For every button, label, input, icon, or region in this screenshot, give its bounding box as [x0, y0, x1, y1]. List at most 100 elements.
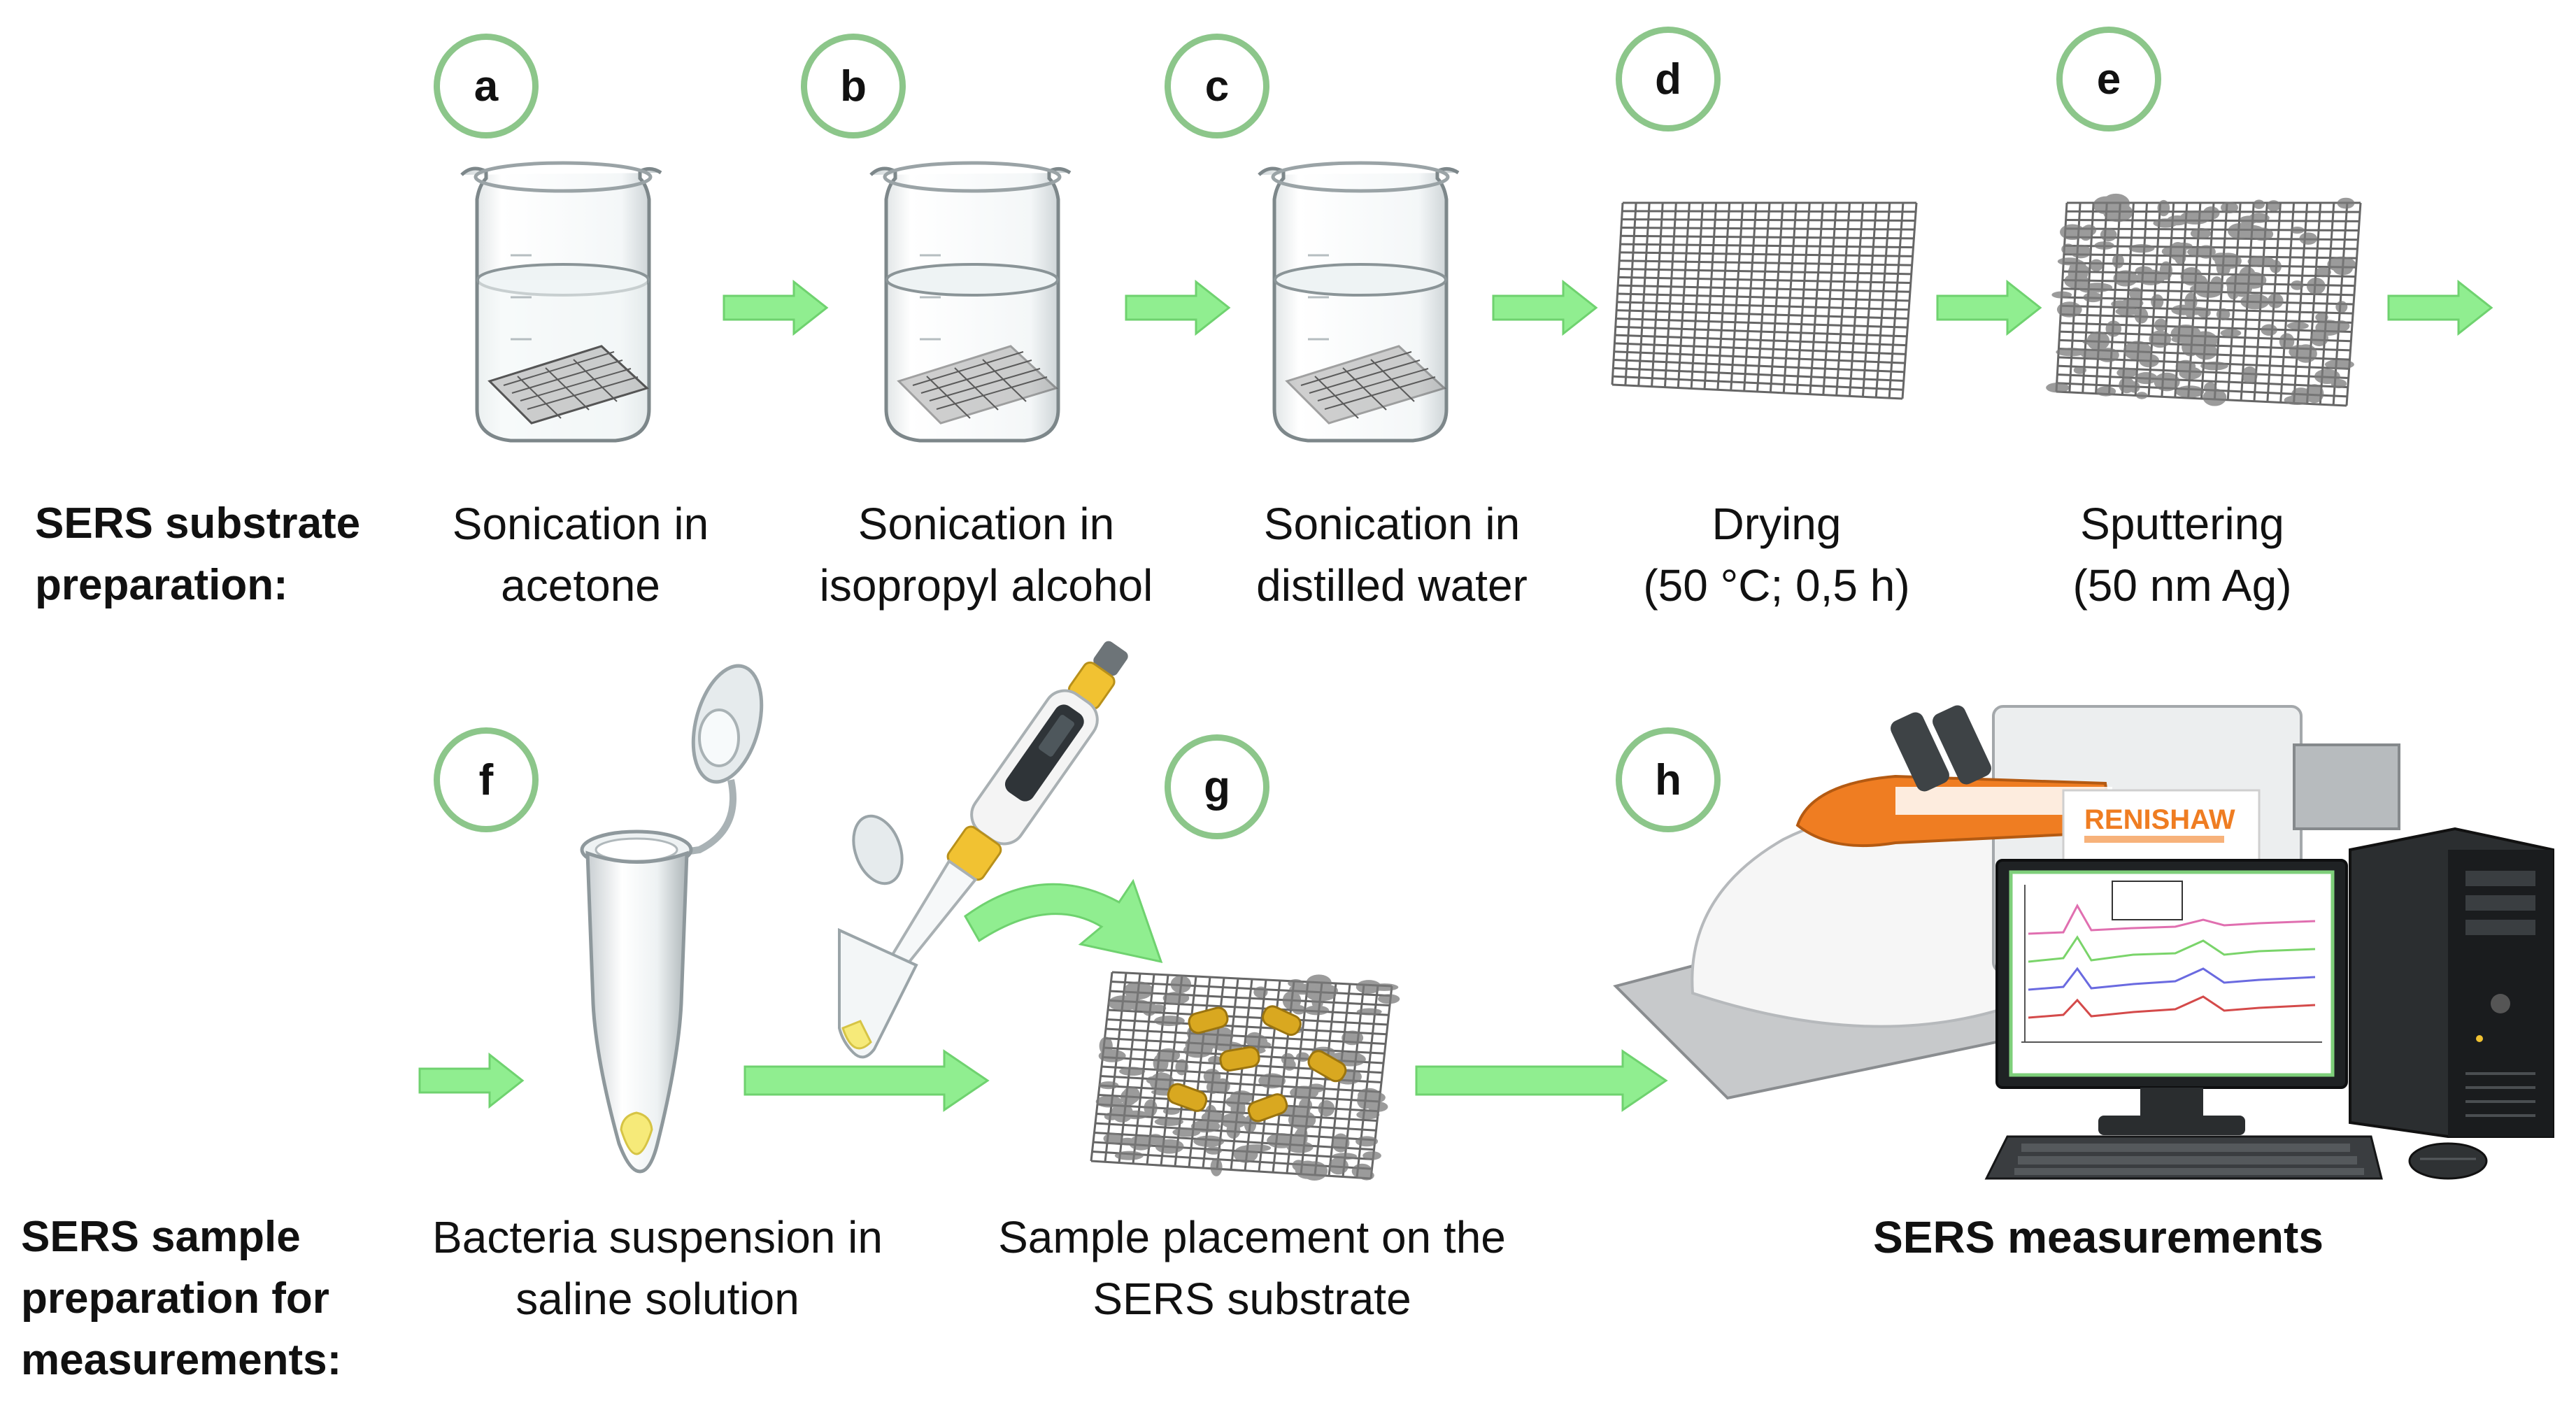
silver-particle: [2175, 385, 2205, 398]
silver-particle: [1170, 975, 1192, 993]
silver-particle: [1355, 1136, 1379, 1147]
mesh-wire: [1616, 317, 1908, 329]
mesh-wire: [2305, 202, 2322, 404]
silver-particle: [2180, 267, 2203, 286]
silver-particle: [1172, 1127, 1201, 1137]
silver-particle: [2310, 329, 2329, 347]
mesh-wire: [1874, 202, 1891, 398]
arrow-right-icon-g-h: [1415, 1049, 1668, 1112]
row1-label: SERS substrate preparation:: [35, 493, 360, 616]
silver-particle: [1154, 1117, 1183, 1127]
silver-particle: [1119, 1067, 1146, 1076]
silver-particle: [1358, 1088, 1381, 1104]
mesh-wire: [2057, 364, 2349, 379]
caption-a: Sonication in acetone: [392, 493, 769, 616]
row1-label-line1: SERS substrate: [35, 499, 361, 548]
keyboard-icon: [1984, 1135, 2383, 1180]
step-h-badge: h: [1616, 727, 1721, 832]
silver-particle: [1362, 1151, 1381, 1160]
silver-particle: [2216, 308, 2230, 320]
silver-particle: [1307, 1083, 1325, 1093]
silver-particle: [2290, 227, 2305, 234]
silver-particle: [2129, 287, 2143, 301]
caption-b: Sonication in isopropyl alcohol: [783, 493, 1189, 616]
silver-particle: [1155, 1139, 1184, 1154]
spectra-plot: [2028, 903, 2316, 1019]
caption-b-line1: Sonication in: [858, 499, 1115, 549]
silver-particle: [2113, 270, 2138, 287]
silver-particle: [2240, 294, 2270, 310]
silver-particle: [1154, 1016, 1185, 1027]
silver-particle: [2086, 331, 2110, 351]
silver-particle: [1367, 1102, 1388, 1112]
silver-particle: [1344, 1052, 1362, 1060]
silver-particle: [1193, 1032, 1216, 1053]
silver-particle: [2289, 345, 2315, 360]
silver-particle: [2154, 372, 2180, 392]
beaker-icon-a: [460, 161, 662, 443]
silver-particle: [2306, 277, 2326, 295]
silver-particle: [1306, 974, 1332, 992]
silver-particle: [1332, 1153, 1358, 1160]
silver-particle: [1123, 981, 1153, 1000]
silver-particle: [2139, 354, 2160, 368]
caption-a-line2: acetone: [501, 560, 660, 611]
caption-a-line1: Sonication in: [452, 499, 709, 549]
row1-label-line2: preparation:: [35, 561, 288, 609]
silver-particle: [1241, 1144, 1272, 1152]
caption-d-line1: Drying: [1712, 499, 1842, 549]
renishaw-logo: RENISHAW: [2084, 804, 2235, 835]
mesh-wire: [1616, 309, 1909, 320]
silver-particle: [2194, 343, 2217, 360]
silver-particle: [1292, 1004, 1306, 1015]
silver-particle: [2060, 224, 2085, 241]
beaker-icon-b: [869, 161, 1072, 443]
silver-particle: [2115, 307, 2139, 316]
silver-particle: [2190, 284, 2209, 294]
mesh-wire: [1369, 985, 1393, 1179]
silver-particle: [1355, 980, 1382, 994]
silver-particle: [1206, 1080, 1220, 1094]
sputtered-mesh-icon: [2046, 193, 2362, 407]
arrow-right-icon-ab: [723, 279, 829, 336]
silver-particle: [2236, 225, 2265, 239]
pipette-icon: [838, 641, 1128, 1059]
silver-particle: [1295, 1127, 1308, 1141]
microtube-icon: [580, 664, 764, 1174]
silver-particle: [2079, 226, 2093, 241]
caption-e-line2: (50 nm Ag): [2072, 560, 2292, 611]
silver-particle: [1203, 1069, 1221, 1084]
silver-particle: [2247, 255, 2275, 267]
silver-particle: [2299, 232, 2318, 245]
silver-particle: [1351, 1163, 1373, 1179]
silver-particle: [1162, 992, 1190, 1005]
silver-particle: [2136, 269, 2165, 285]
silver-particle: [1124, 1110, 1148, 1120]
computer-monitor-icon: [1995, 859, 2348, 1135]
silver-particle: [2266, 200, 2281, 212]
mesh-wire: [1611, 383, 1903, 400]
mesh-wire: [1782, 202, 1798, 393]
silver-particle: [2171, 335, 2198, 343]
silver-particle: [2151, 294, 2164, 309]
silver-particle: [2253, 199, 2265, 209]
silver-particle: [1342, 1030, 1364, 1046]
silver-particle: [2178, 367, 2199, 376]
silver-particle: [1302, 1164, 1317, 1176]
silver-particle: [2315, 313, 2328, 322]
sample-on-substrate-icon: [1090, 971, 1400, 1181]
silver-particle: [2116, 367, 2137, 378]
silver-particle: [1201, 1111, 1225, 1124]
silver-particle: [1193, 1135, 1225, 1148]
silver-particle: [2314, 266, 2331, 278]
mesh-wire: [1849, 202, 1865, 397]
mesh-wire: [1244, 979, 1267, 1171]
silver-particle: [2056, 301, 2082, 318]
silver-particle: [1304, 1005, 1330, 1016]
caption-c: Sonication in distilled water: [1203, 493, 1581, 616]
silver-particle: [2157, 199, 2170, 217]
silver-particle: [2220, 329, 2242, 338]
silver-particle: [2234, 277, 2262, 285]
step-a-badge: a: [434, 34, 539, 138]
silver-particle: [2073, 366, 2087, 374]
